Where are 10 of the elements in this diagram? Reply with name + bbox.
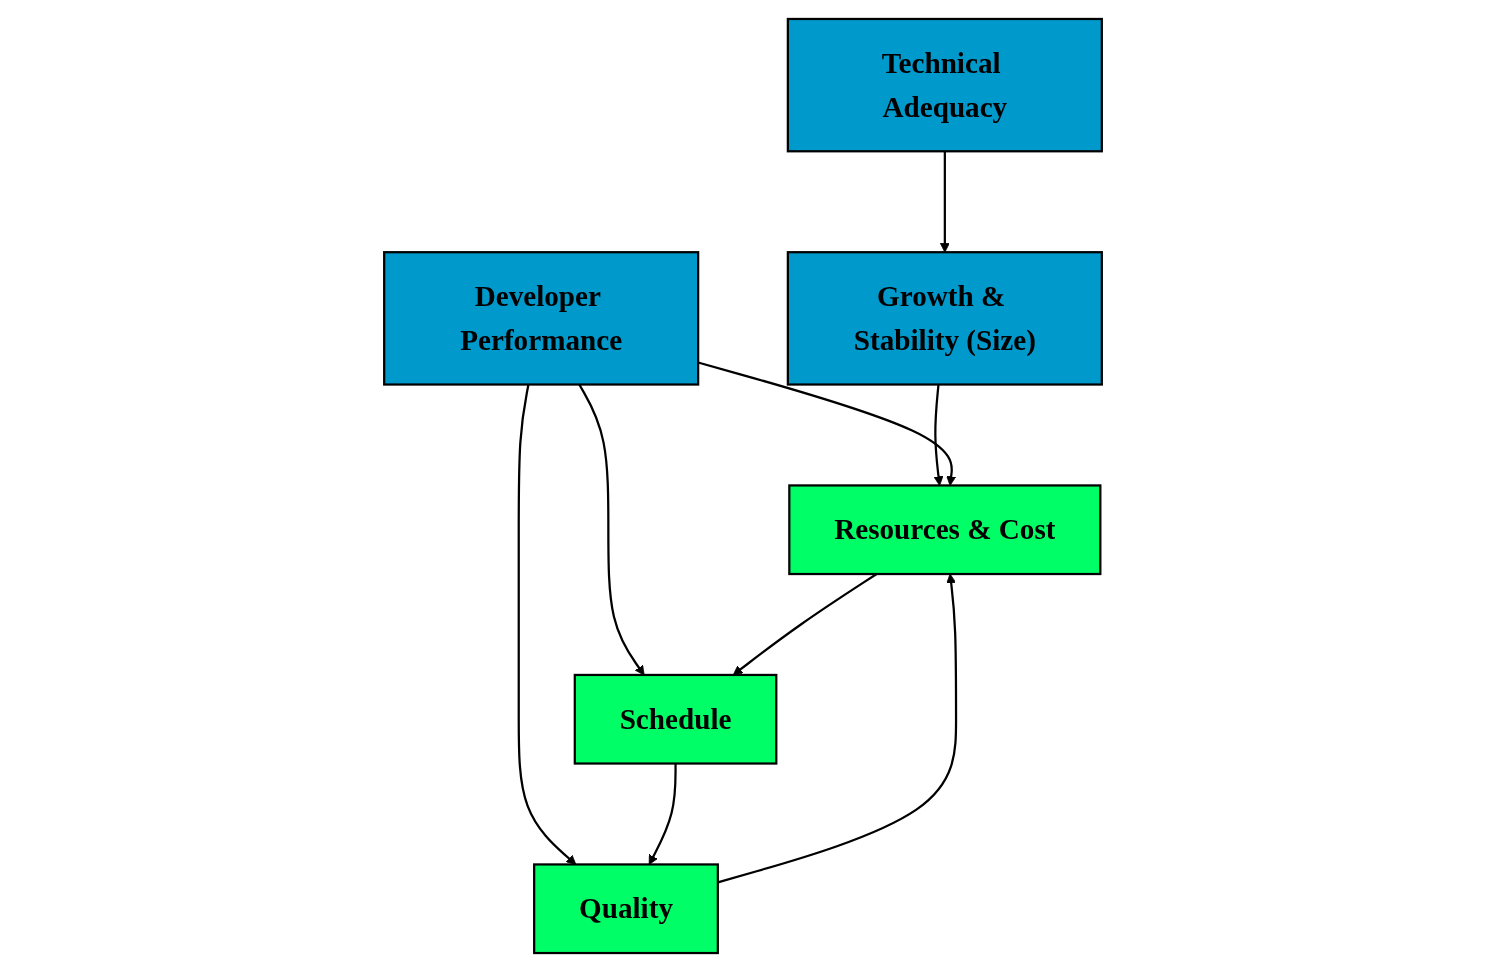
arrow [517, 384, 577, 865]
node-box: Schedule [573, 673, 778, 765]
node-box: Technical Adequacy [786, 17, 1103, 153]
node-box: Developer Performance [383, 251, 700, 386]
arrow [648, 763, 677, 865]
node-box: Resources & Cost [788, 484, 1102, 576]
arrow [939, 151, 950, 253]
node-box: Quality [533, 863, 719, 955]
node-box: Growth & Stability (Size) [786, 251, 1103, 386]
arrow [933, 384, 944, 486]
